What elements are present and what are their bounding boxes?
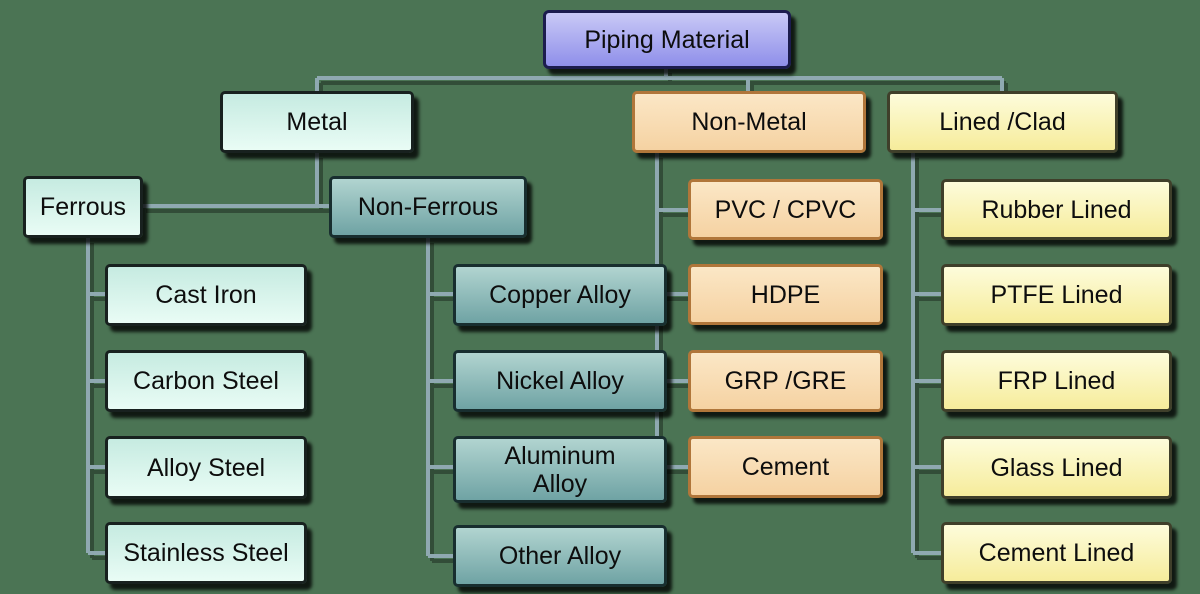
node-non-metal: Non-Metal — [632, 91, 866, 153]
node-cement: Cement — [688, 436, 883, 498]
node-lined-clad: Lined /Clad — [887, 91, 1118, 153]
node-copper-alloy: Copper Alloy — [453, 264, 667, 326]
node-ptfe-lined: PTFE Lined — [941, 264, 1172, 326]
node-other-alloy: Other Alloy — [453, 525, 667, 587]
node-rubber-lined: Rubber Lined — [941, 179, 1172, 240]
node-carbon-steel: Carbon Steel — [105, 350, 307, 412]
node-cast-iron: Cast Iron — [105, 264, 307, 326]
node-frp-lined: FRP Lined — [941, 350, 1172, 412]
node-non-ferrous: Non-Ferrous — [329, 176, 527, 238]
node-stainless-steel: Stainless Steel — [105, 522, 307, 584]
node-piping-material: Piping Material — [543, 10, 791, 69]
node-hdpe: HDPE — [688, 264, 883, 325]
node-glass-lined: Glass Lined — [941, 436, 1172, 499]
node-cement-lined: Cement Lined — [941, 522, 1172, 584]
node-alloy-steel: Alloy Steel — [105, 436, 307, 499]
node-ferrous: Ferrous — [23, 176, 143, 238]
node-metal: Metal — [220, 91, 414, 153]
node-pvc-cpvc: PVC / CPVC — [688, 179, 883, 240]
node-aluminum-alloy: Aluminum Alloy — [453, 436, 667, 503]
node-nickel-alloy: Nickel Alloy — [453, 350, 667, 412]
node-grp-gre: GRP /GRE — [688, 350, 883, 412]
